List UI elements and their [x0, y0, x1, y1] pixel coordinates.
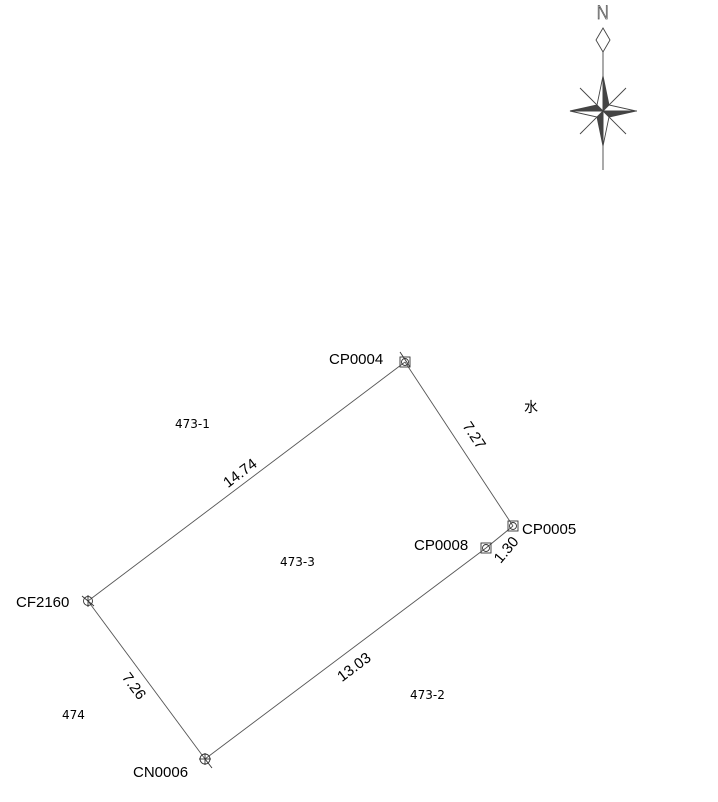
parcel-boundary — [87, 361, 514, 760]
point-marker-cp0005 — [507, 520, 519, 532]
parcel-label-473-3: 473-3 — [280, 555, 315, 569]
edge-cp0004-cp0005 — [404, 361, 514, 527]
point-marker-cn0006 — [199, 753, 213, 769]
point-label-cp0005: CP0005 — [522, 521, 576, 538]
edge-length-cp0008-cn0006: 13.03 — [334, 649, 374, 685]
point-label-cn0006: CN0006 — [133, 764, 188, 781]
north-arrow-icon: N — [569, 2, 637, 170]
point-marker-cp0008 — [480, 542, 492, 554]
edge-cp0005-cp0008 — [485, 525, 514, 549]
north-label: N — [596, 2, 610, 24]
edge-length-cp0005-cp0008: 1.30 — [491, 533, 523, 566]
point-marker-cp0004 — [399, 351, 411, 368]
edge-cf2160-cp0004 — [87, 361, 406, 602]
parcel-label-474: 474 — [62, 708, 85, 722]
edge-length-cn0006-cf2160: 7.26 — [118, 670, 149, 704]
point-label-cp0004: CP0004 — [329, 351, 383, 368]
edge-cn0006-cf2160 — [87, 600, 206, 760]
parcel-label-water: 水 — [524, 400, 538, 416]
parcel-label-473-1: 473-1 — [175, 417, 210, 431]
point-marker-cf2160 — [81, 595, 95, 607]
point-label-cf2160: CF2160 — [16, 594, 69, 611]
point-label-cp0008: CP0008 — [414, 537, 468, 554]
edge-cp0008-cn0006 — [204, 547, 487, 760]
edge-length-cp0004-cp0005: 7.27 — [459, 419, 489, 453]
parcel-label-473-2: 473-2 — [410, 688, 445, 702]
